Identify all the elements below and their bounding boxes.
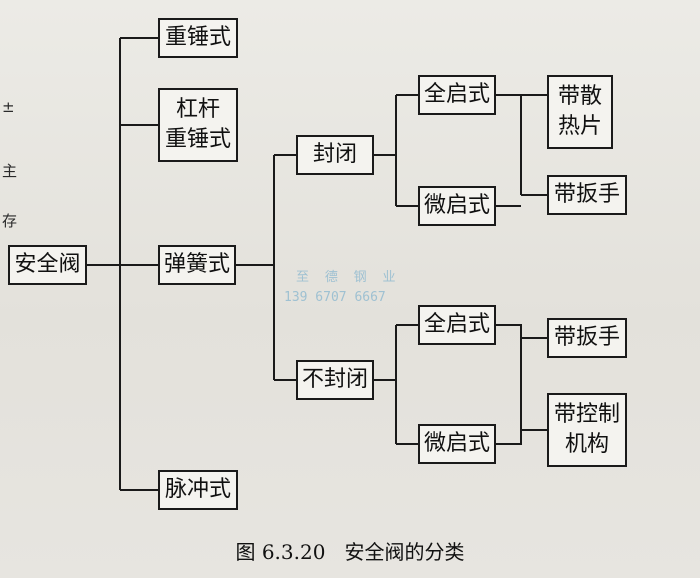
node-spring-type: 弹簧式 [158, 245, 236, 285]
figure-caption: 图 6.3.20 安全阀的分类 [235, 540, 465, 564]
node-unsealed-full-lift: 全启式 [418, 305, 496, 345]
margin-text-1: ± [2, 98, 15, 116]
node-heavy-hammer: 重锤式 [158, 18, 238, 58]
connector-control [496, 429, 547, 445]
node-sealed: 封闭 [296, 135, 374, 175]
connector-wrench-2 [496, 324, 547, 339]
node-sealed-micro-lift: 微启式 [418, 186, 496, 226]
margin-text-2: 主 [2, 162, 18, 180]
node-sealed-full-lift: 全启式 [418, 75, 496, 115]
node-lever-heavy-hammer: 杠杆 重锤式 [158, 88, 238, 162]
node-with-control-mechanism: 带控制 机构 [547, 393, 627, 467]
node-with-lever-wrench-sealed: 带扳手 [547, 175, 627, 215]
watermark-company: 至 德 钢 业 [296, 270, 400, 285]
margin-text-3: 存 [2, 212, 18, 230]
node-unsealed-micro-lift: 微启式 [418, 424, 496, 464]
node-unsealed: 不封闭 [296, 360, 374, 400]
node-pulse-type: 脉冲式 [158, 470, 238, 510]
node-with-heat-sink: 带散 热片 [547, 75, 613, 149]
watermark-phone: 139 6707 6667 [284, 290, 386, 305]
node-with-lever-wrench-unsealed: 带扳手 [547, 318, 627, 358]
node-safety-valve: 安全阀 [8, 245, 87, 285]
connector-wrench-1 [496, 194, 547, 207]
